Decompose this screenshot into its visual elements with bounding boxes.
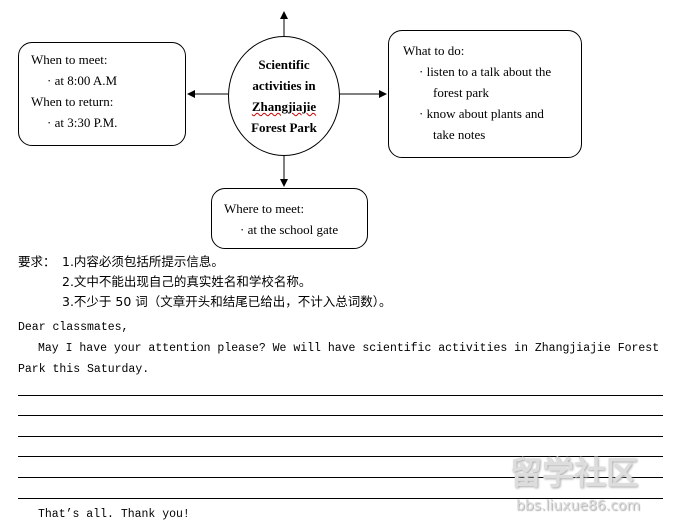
writing-line: [18, 395, 663, 396]
what-to-do-label: What to do:: [403, 43, 465, 58]
letter-line-2: Park this Saturday.: [18, 363, 150, 376]
letter-greeting: Dear classmates,: [18, 321, 129, 334]
center-topic: Scientific activities in Zhangjiajie For…: [228, 36, 340, 156]
when-to-return-label: When to return:: [31, 94, 114, 109]
writing-line: [18, 436, 663, 437]
requirement-3: 3.不少于 50 词（文章开头和结尾已给出，不计入总词数）。: [62, 294, 392, 309]
letter-closing: That’s all. Thank you!: [38, 508, 190, 521]
letter-line-1: May I have your attention please? We wil…: [38, 342, 660, 355]
meet-place: · at the school gate: [240, 222, 339, 237]
requirements-label: 要求：: [18, 254, 56, 269]
center-line: activities in: [252, 78, 316, 93]
meet-time: · at 8:00 A.M: [47, 73, 118, 88]
where-to-meet-label: Where to meet:: [224, 201, 305, 216]
writing-line: [18, 477, 663, 478]
what-box: What to do: · listen to a talk about the…: [388, 30, 582, 158]
activity-item: · listen to a talk about the: [419, 64, 552, 79]
watermark-url: bbs.liuxue86.com: [516, 498, 641, 514]
writing-line: [18, 456, 663, 457]
requirement-2: 2.文中不能出现自己的真实姓名和学校名称。: [62, 274, 312, 289]
return-time: · at 3:30 P.M.: [47, 115, 118, 130]
writing-line: [18, 498, 663, 499]
where-box: Where to meet: · at the school gate: [211, 188, 368, 249]
center-line: Forest Park: [251, 120, 317, 135]
when-box: When to meet: · at 8:00 A.M When to retu…: [18, 42, 186, 146]
center-line: Zhangjiajie: [251, 99, 317, 114]
activity-item: · know about plants and: [419, 106, 544, 121]
activity-item: forest park: [433, 85, 489, 100]
activity-item: take notes: [433, 127, 486, 142]
watermark-logo: 留学社区: [510, 454, 639, 492]
center-line: Scientific: [258, 57, 310, 72]
when-to-meet-label: When to meet:: [31, 52, 108, 67]
writing-line: [18, 415, 663, 416]
requirement-1: 1.内容必须包括所提示信息。: [62, 254, 224, 269]
